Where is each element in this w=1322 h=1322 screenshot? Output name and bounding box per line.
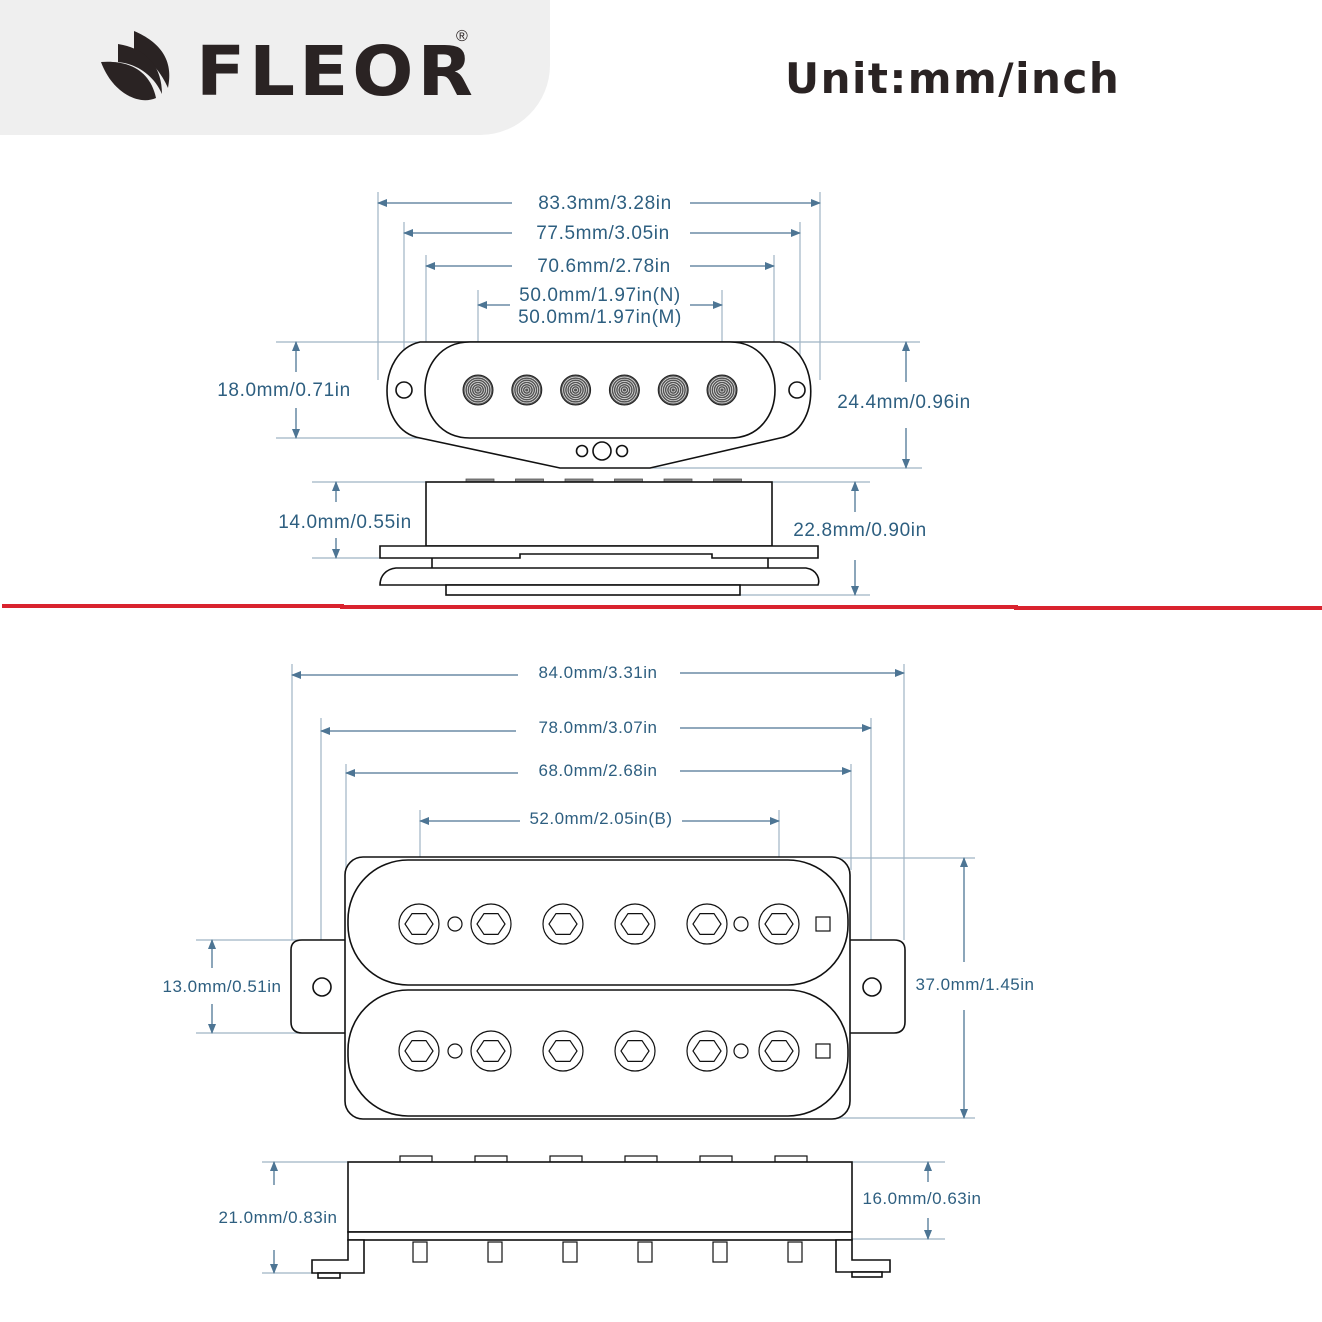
magnet-screw bbox=[733, 916, 749, 932]
hex-pole-screw bbox=[398, 1030, 440, 1072]
pole-piece bbox=[706, 374, 738, 406]
pole-top bbox=[699, 1155, 733, 1163]
sc-width-mount-holes: 77.5mm/3.05in bbox=[536, 223, 669, 244]
sc-overall-depth: 24.4mm/0.96in bbox=[837, 392, 970, 413]
registered-mark: ® bbox=[456, 28, 468, 45]
pole-piece bbox=[560, 374, 592, 406]
square-marker bbox=[815, 916, 831, 932]
hex-pole-screw bbox=[686, 1030, 728, 1072]
pole-piece bbox=[657, 374, 689, 406]
hex-pole-screw bbox=[470, 903, 512, 945]
pole-leg bbox=[787, 1241, 803, 1263]
unit-label: Unit:mm/inch bbox=[785, 54, 1121, 103]
humbucker-side-view: 21.0mm/0.83in 16.0mm/0.63in bbox=[219, 1155, 982, 1279]
hex-pole-screw bbox=[542, 1030, 584, 1072]
hb-overall-length: 37.0mm/1.45in bbox=[916, 975, 1035, 994]
hex-pole-screw bbox=[758, 903, 800, 945]
hex-pole-screw bbox=[614, 903, 656, 945]
pole-leg bbox=[562, 1241, 578, 1263]
single-coil-top-view: 83.3mm/3.28in 77.5mm/3.05in 70.6mm/2.78i… bbox=[217, 192, 970, 469]
humbucker-top-view: 84.0mm/3.31in 78.0mm/3.07in 68.0mm/2.68i… bbox=[163, 663, 1035, 1120]
hex-pole-screw bbox=[398, 903, 440, 945]
pole-top bbox=[549, 1155, 583, 1163]
hex-pole-screw bbox=[470, 1030, 512, 1072]
magnet-screw bbox=[733, 1043, 749, 1059]
hb-side-total-height: 21.0mm/0.83in bbox=[219, 1208, 338, 1227]
hb-width-cover: 68.0mm/2.68in bbox=[539, 761, 658, 780]
leaf-logo-icon bbox=[101, 31, 170, 101]
sc-width-cover: 70.6mm/2.78in bbox=[537, 256, 670, 277]
sc-side-total-height: 22.8mm/0.90in bbox=[793, 520, 926, 541]
section-divider bbox=[2, 604, 1322, 610]
hb-side-cover-height: 16.0mm/0.63in bbox=[863, 1189, 982, 1208]
pole-top bbox=[624, 1155, 658, 1163]
pole-piece bbox=[462, 374, 494, 406]
magnet-screw bbox=[447, 916, 463, 932]
hex-pole-screw bbox=[758, 1030, 800, 1072]
sc-cover-height: 18.0mm/0.71in bbox=[217, 380, 350, 401]
pole-piece bbox=[608, 374, 640, 406]
pole-top bbox=[399, 1155, 433, 1163]
magnet-screw bbox=[447, 1043, 463, 1059]
hex-pole-screw bbox=[614, 1030, 656, 1072]
pole-top bbox=[774, 1155, 808, 1163]
pole-piece bbox=[511, 374, 543, 406]
brand-name: FLEOR bbox=[196, 31, 477, 111]
sc-pole-spacing-neck: 50.0mm/1.97in(N) bbox=[519, 285, 681, 306]
sc-side-cover-height: 14.0mm/0.55in bbox=[278, 512, 411, 533]
hex-pole-screw bbox=[542, 903, 584, 945]
hb-width-overall: 84.0mm/3.31in bbox=[539, 663, 658, 682]
pole-leg bbox=[637, 1241, 653, 1263]
hb-pole-spacing-bridge: 52.0mm/2.05in(B) bbox=[529, 809, 672, 828]
hex-pole-screw bbox=[686, 903, 728, 945]
pole-leg bbox=[412, 1241, 428, 1263]
pole-top bbox=[474, 1155, 508, 1163]
sc-pole-spacing-middle: 50.0mm/1.97in(M) bbox=[518, 307, 682, 328]
logo-panel bbox=[0, 0, 550, 135]
single-coil-side-view: 14.0mm/0.55in 22.8mm/0.90in bbox=[278, 478, 926, 596]
hb-width-mount-holes: 78.0mm/3.07in bbox=[539, 718, 658, 737]
hb-ear-height: 13.0mm/0.51in bbox=[163, 977, 282, 996]
square-marker bbox=[815, 1043, 831, 1059]
pole-leg bbox=[487, 1241, 503, 1263]
sc-width-overall: 83.3mm/3.28in bbox=[538, 193, 671, 214]
pole-leg bbox=[712, 1241, 728, 1263]
